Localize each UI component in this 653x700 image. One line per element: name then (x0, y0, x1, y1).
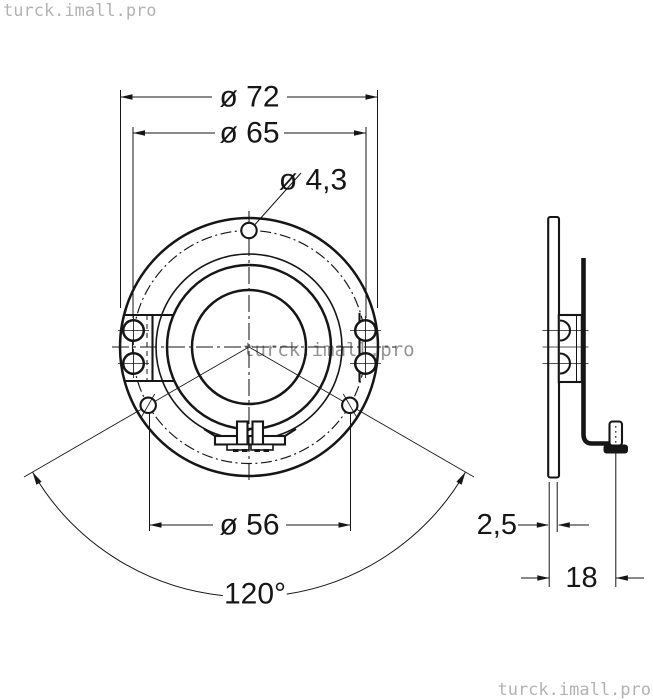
watermark-top-left: turck.imall.pro (3, 1, 157, 21)
dim-angle-120: 120° (32, 471, 466, 611)
mounting-tab-left (124, 313, 175, 383)
watermark-bottom-right: turck.imall.pro (497, 680, 651, 700)
dim-small-hole-label: ø 4,3 (279, 164, 347, 197)
watermark-center: turck.imall.pro (243, 339, 415, 361)
dim-depth-18: 18 (521, 562, 644, 594)
dim-plate-thickness: 2,5 (477, 482, 589, 587)
cable (581, 258, 613, 446)
center-lines (23, 211, 475, 483)
bolt-hole-top (240, 221, 258, 240)
connector-prong (235, 420, 249, 446)
dim-small-hole: ø 4,3 (254, 164, 347, 225)
dim-outer-diameter-label: ø 72 (219, 81, 279, 114)
radial-line-left (23, 346, 250, 478)
terminal-connector (203, 420, 297, 452)
bolt-holes (118, 221, 381, 417)
dim-lower-hole-span-label: ø 56 (219, 509, 279, 542)
dim-outer-diameter: ø 72 (120, 81, 378, 308)
dim-plate-thickness-label: 2,5 (477, 509, 517, 541)
cable-connector (603, 420, 628, 587)
front-view: ø 72 ø 65 ø 4,3 ø 56 (23, 81, 475, 611)
dim-lower-hole-span: ø 56 (149, 413, 351, 542)
dim-depth-label: 18 (565, 562, 597, 594)
side-view: 2,5 18 (477, 215, 644, 594)
dim-bolt-circle-diameter: ø 65 (132, 117, 367, 318)
radial-line-right (248, 346, 475, 478)
connector-prong (251, 420, 265, 446)
dim-bolt-circle-label: ø 65 (219, 117, 279, 150)
dim-angle-label: 120° (224, 578, 286, 611)
